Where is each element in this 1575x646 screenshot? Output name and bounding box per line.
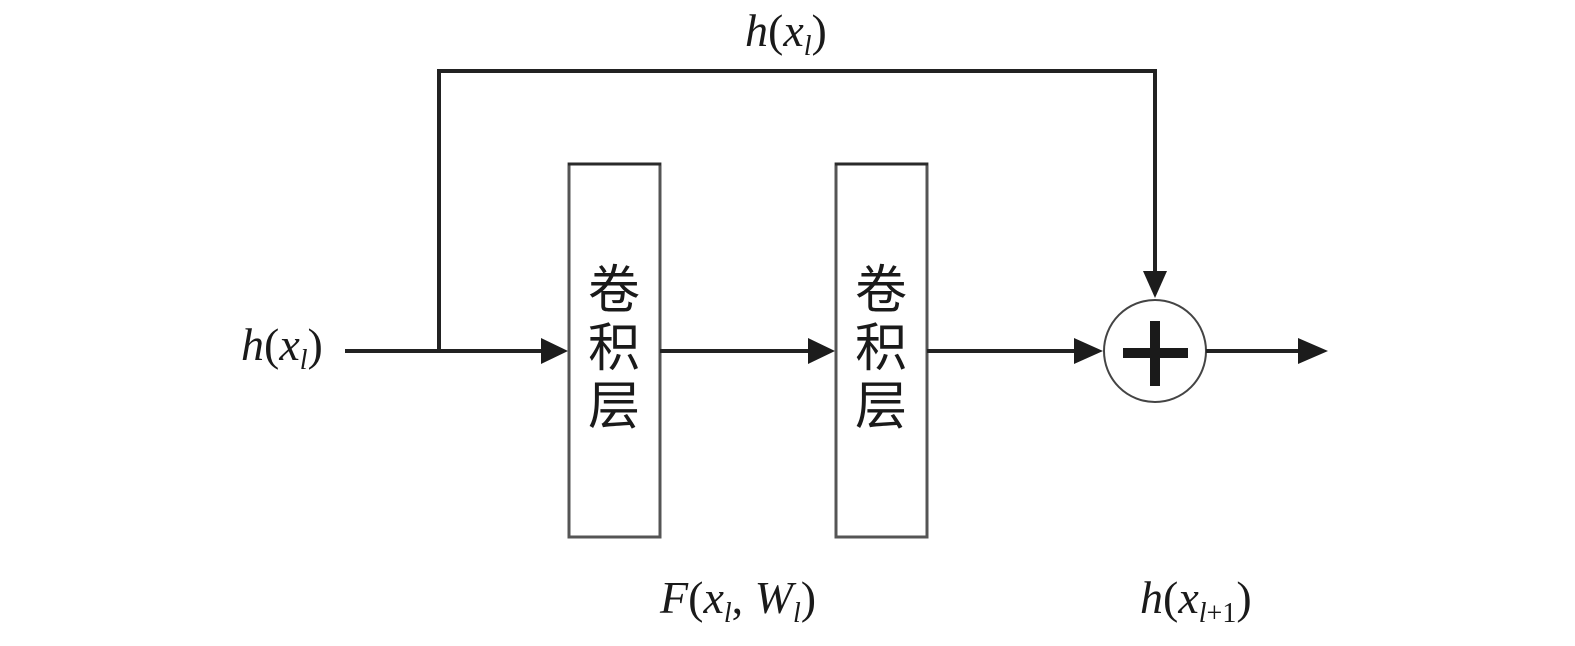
conv-layer-1-char-1: 卷 xyxy=(588,261,640,321)
output-arrowhead xyxy=(1298,338,1328,364)
skip-arrowhead xyxy=(1143,271,1167,298)
residual-function-label: F(xl, Wl) xyxy=(659,572,816,629)
conv-layer-1: 卷 积 层 xyxy=(567,162,662,539)
input-arrowhead xyxy=(541,338,568,364)
output-label: h(xl+1) xyxy=(1140,572,1252,629)
input-label: h(xl) xyxy=(241,319,323,376)
conv-layer-2: 卷 积 层 xyxy=(834,162,929,539)
skip-connection-line xyxy=(437,69,1157,351)
conv-layer-2-char-2: 积 xyxy=(855,319,907,379)
sum-node xyxy=(1103,299,1207,403)
conv-layer-2-char-3: 层 xyxy=(855,377,907,437)
output-label-subscript-increment: +1 xyxy=(1207,598,1237,629)
layer2-arrowhead xyxy=(808,338,835,364)
skip-label: h(xl) xyxy=(745,5,827,62)
conv-layer-1-char-3: 层 xyxy=(588,377,640,437)
sum-input-arrowhead xyxy=(1074,338,1103,364)
conv-layer-1-char-2: 积 xyxy=(588,319,640,379)
conv-layer-2-char-1: 卷 xyxy=(855,261,907,321)
